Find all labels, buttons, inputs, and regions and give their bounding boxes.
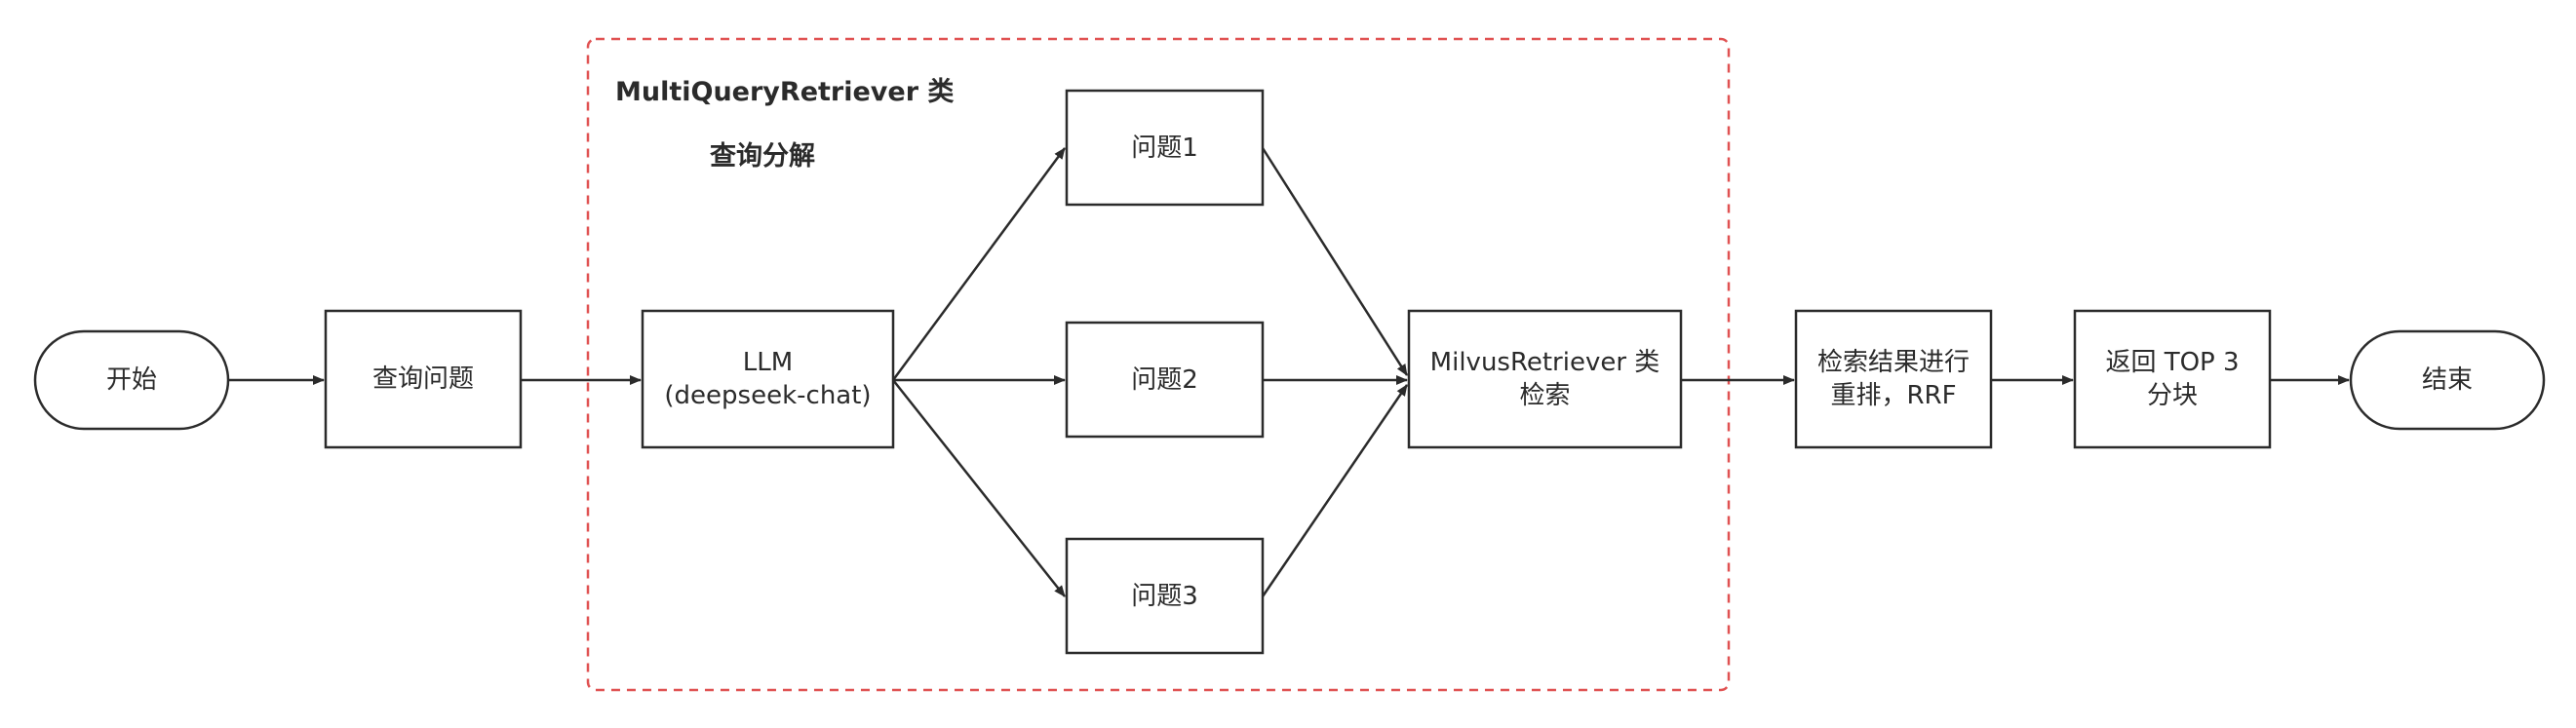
llm-node-shape — [641, 309, 895, 449]
group-title: MultiQueryRetriever 类 — [615, 77, 955, 107]
q2-node-shape — [1065, 321, 1265, 439]
edge-q1-to-milvus — [1261, 147, 1409, 376]
edge-q3-to-milvus — [1261, 384, 1409, 597]
edge-llm-to-q3 — [892, 379, 1066, 597]
start-node-shape — [33, 329, 230, 431]
top3-node-shape — [2073, 309, 2272, 449]
q3-node-shape — [1065, 537, 1265, 655]
group-subtitle: 查询分解 — [710, 141, 815, 172]
rerank-node-shape — [1794, 309, 1993, 449]
query-node-shape — [324, 309, 523, 449]
q1-node-shape — [1065, 89, 1265, 207]
multiquery-group-border — [586, 37, 1731, 692]
edge-llm-to-q1 — [891, 147, 1067, 381]
milvus-node-shape — [1407, 309, 1683, 449]
end-node-shape — [2349, 329, 2546, 431]
